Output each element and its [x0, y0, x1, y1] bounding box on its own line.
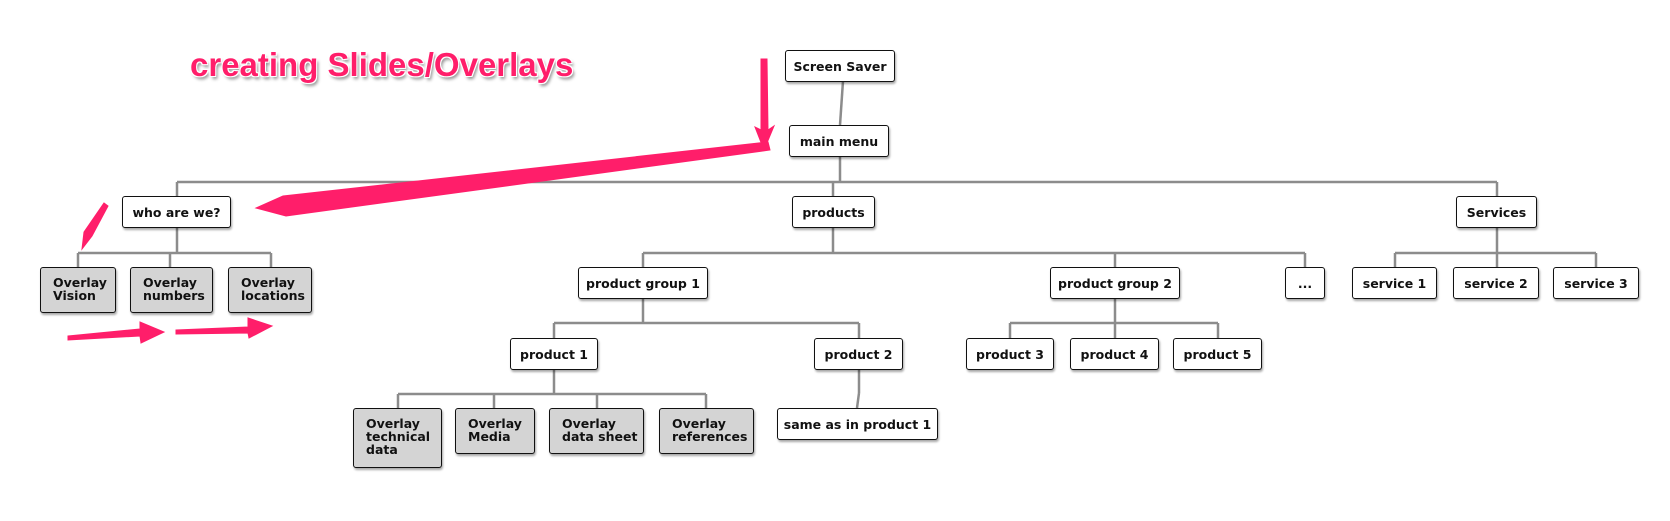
- product-1-node[interactable]: product 1: [510, 338, 598, 370]
- service-1-node[interactable]: service 1: [1352, 267, 1437, 299]
- screen-saver-node[interactable]: Screen Saver: [785, 50, 895, 82]
- diagram-headline: creating Slides/Overlays: [190, 46, 574, 83]
- long-diagonal-arrow: [254, 141, 771, 217]
- product-group-2-node[interactable]: product group 2: [1050, 267, 1180, 299]
- service-3-node[interactable]: service 3: [1553, 267, 1639, 299]
- product-3-node[interactable]: product 3: [966, 338, 1054, 370]
- ellipsis-node[interactable]: ...: [1285, 267, 1325, 299]
- overlay-media-node[interactable]: Overlay Media: [455, 408, 535, 454]
- small-diagonal-arrow: [81, 202, 109, 251]
- horizontal-arrow-1: [67, 321, 166, 344]
- product-4-node[interactable]: product 4: [1070, 338, 1159, 370]
- connector-screensaver-mainmenu: [838, 80, 845, 126]
- products-node[interactable]: products: [792, 196, 875, 228]
- vertical-arrow: [754, 58, 776, 152]
- who-are-we-node[interactable]: who are we?: [122, 196, 231, 228]
- overlay-data-sheet-node[interactable]: Overlay data sheet: [549, 408, 644, 454]
- service-2-node[interactable]: service 2: [1453, 267, 1539, 299]
- main-menu-node[interactable]: main menu: [789, 125, 889, 157]
- overlay-references-node[interactable]: Overlay references: [659, 408, 754, 454]
- overlay-technical-data-node[interactable]: Overlay technical data: [353, 408, 442, 468]
- overlay-vision-node[interactable]: Overlay Vision: [40, 267, 116, 313]
- horizontal-arrow-2: [175, 317, 274, 339]
- product-group-1-node[interactable]: product group 1: [578, 267, 708, 299]
- overlay-numbers-node[interactable]: Overlay numbers: [130, 267, 213, 313]
- product-5-node[interactable]: product 5: [1173, 338, 1262, 370]
- services-node[interactable]: Services: [1456, 196, 1537, 228]
- product-2-node[interactable]: product 2: [814, 338, 903, 370]
- overlay-locations-node[interactable]: Overlay locations: [228, 267, 312, 313]
- same-as-product-1-node[interactable]: same as in product 1: [777, 408, 938, 440]
